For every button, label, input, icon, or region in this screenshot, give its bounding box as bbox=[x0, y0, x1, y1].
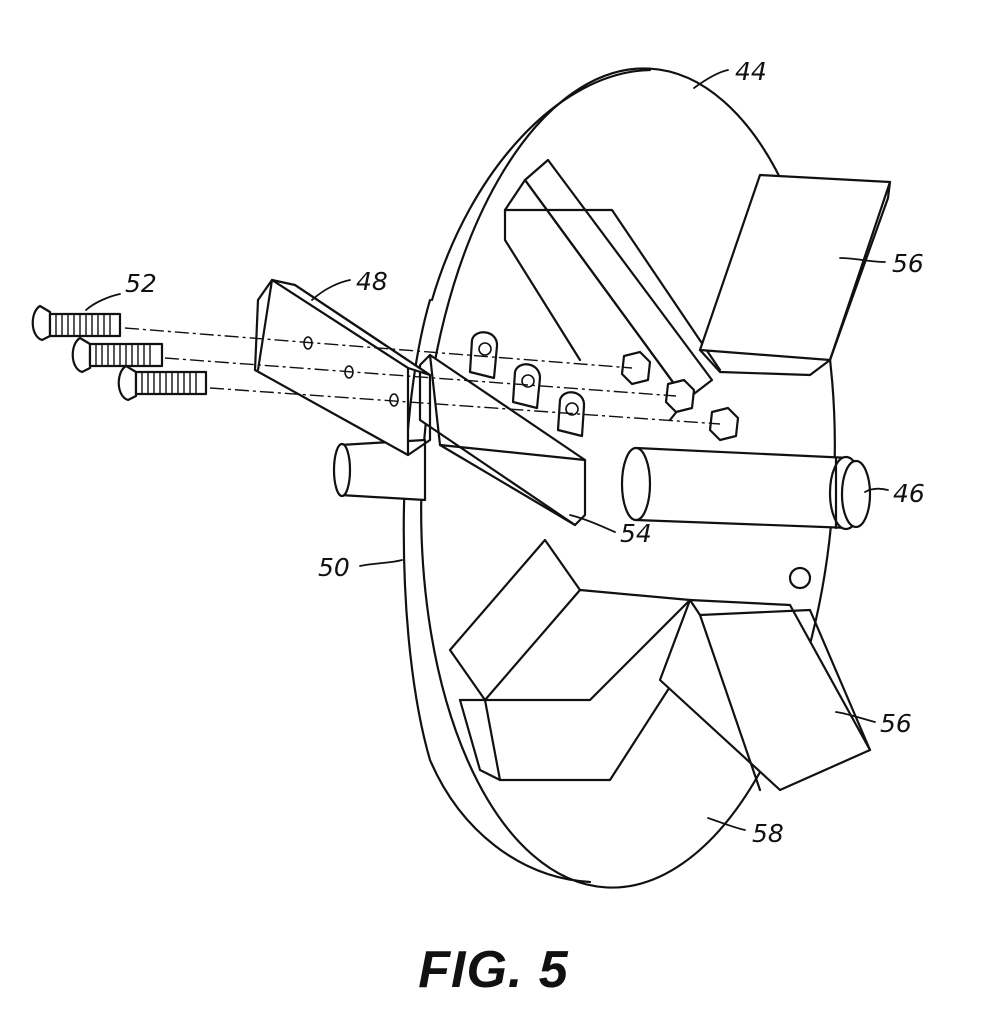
disc-rim-edge bbox=[402, 298, 592, 884]
disc-front-edge bbox=[430, 68, 652, 302]
bolt bbox=[31, 304, 122, 342]
bracket bbox=[418, 331, 587, 527]
label-50: 50 bbox=[318, 553, 350, 582]
label-48: 48 bbox=[356, 267, 388, 296]
nuts bbox=[620, 350, 740, 442]
lower-left-channel bbox=[448, 538, 702, 782]
hub-stub bbox=[338, 438, 427, 502]
bolt bbox=[71, 336, 164, 374]
label-56-lower: 56 bbox=[880, 709, 912, 738]
label-46: 46 bbox=[893, 479, 925, 508]
leader-lines bbox=[85, 69, 889, 831]
lower-paddle bbox=[658, 598, 872, 792]
shaft bbox=[620, 446, 872, 531]
bolt-axes bbox=[124, 327, 721, 425]
bolts bbox=[31, 304, 208, 402]
reference-labels: 44 56 46 48 52 54 50 56 58 bbox=[125, 57, 925, 848]
label-58: 58 bbox=[752, 819, 784, 848]
figure-title: FIG. 5 bbox=[418, 941, 569, 999]
hub-stub-end bbox=[332, 442, 352, 498]
label-54: 54 bbox=[620, 519, 652, 548]
mounting-block bbox=[253, 278, 432, 457]
bolt bbox=[117, 364, 208, 402]
label-44: 44 bbox=[735, 57, 767, 86]
upper-paddle bbox=[698, 173, 892, 377]
label-52: 52 bbox=[125, 269, 157, 298]
disc-hole bbox=[788, 566, 812, 590]
label-56-upper: 56 bbox=[892, 249, 924, 278]
